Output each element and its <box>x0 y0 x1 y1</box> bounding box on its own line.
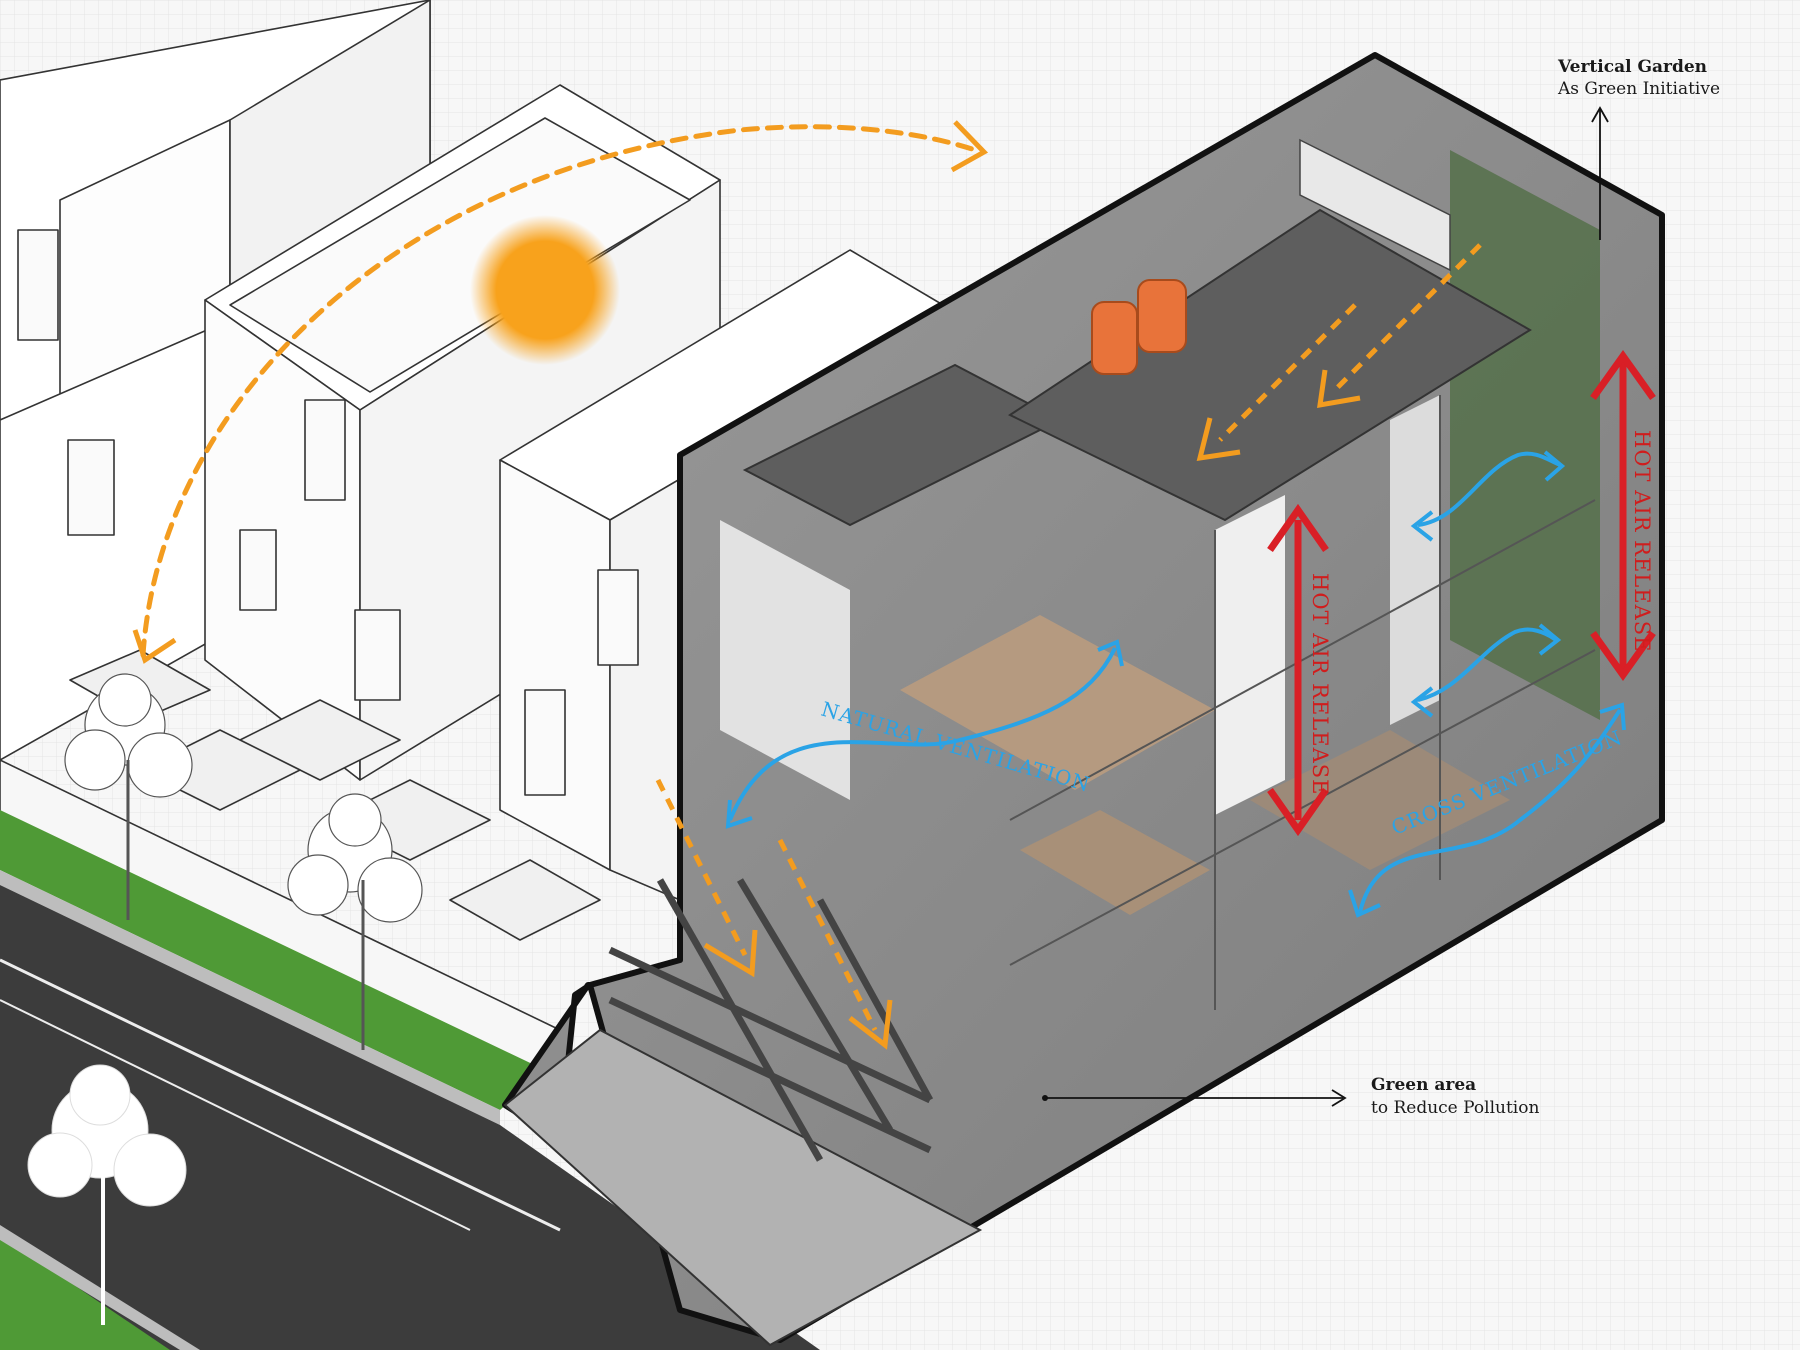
road <box>0 885 820 1350</box>
roof-parapet <box>1299 138 1451 272</box>
arrow-head-icon <box>950 120 989 173</box>
green-area-leader-head <box>1331 1089 1347 1107</box>
arrow-head-icon <box>703 369 1361 1050</box>
hot-air-release-center-label: HOT AIR RELEASE <box>1308 573 1332 795</box>
floor-lines <box>1009 395 1596 1010</box>
grass-strip-upper <box>0 810 545 1110</box>
cross-ventilation-arrow <box>1348 702 1626 918</box>
driveway <box>503 1028 983 1347</box>
upper-wood-floor <box>900 615 1215 790</box>
green-area-subtitle: to Reduce Pollution <box>1371 1098 1539 1118</box>
road-lane-line <box>0 958 561 1232</box>
vertical-garden <box>1450 150 1600 720</box>
bathroom-airflow-arrows <box>1410 450 1566 718</box>
sunlight-arrows <box>655 243 1482 1032</box>
curb-lower <box>0 1225 200 1350</box>
tree-icon <box>27 1064 187 1325</box>
green-area-dot <box>1042 1095 1048 1101</box>
vertical-garden-title: Vertical Garden <box>1557 57 1707 77</box>
side-block <box>1215 495 1285 815</box>
main-house <box>502 52 1665 1347</box>
water-tank <box>1091 279 1187 375</box>
road-lane-line-2 <box>0 999 471 1231</box>
tree-icon <box>287 793 423 1050</box>
pergola-front <box>608 878 934 1162</box>
natural-ventilation-arrow <box>725 639 1124 829</box>
curb-upper <box>0 870 500 1125</box>
side-block-right <box>1390 395 1440 725</box>
hot-air-release-right-label: HOT AIR RELEASE <box>1630 430 1654 652</box>
sun-icon <box>470 215 620 365</box>
tree-icon <box>64 673 193 920</box>
hot-air-release-arrow-center <box>1267 503 1329 837</box>
arrow-head-icon <box>132 629 177 664</box>
vertical-garden-leader-head <box>1591 106 1609 123</box>
lower-wood-floor <box>1020 810 1210 915</box>
dining-floor <box>1250 730 1510 870</box>
hot-air-release-arrow-right <box>1590 349 1656 682</box>
sun-path <box>140 124 978 658</box>
vertical-garden-subtitle: As Green Initiative <box>1557 79 1720 99</box>
roof-right <box>1007 208 1532 522</box>
front-wall-upper <box>720 520 850 800</box>
streetscape <box>0 810 820 1350</box>
green-area-title: Green area <box>1371 1075 1476 1095</box>
